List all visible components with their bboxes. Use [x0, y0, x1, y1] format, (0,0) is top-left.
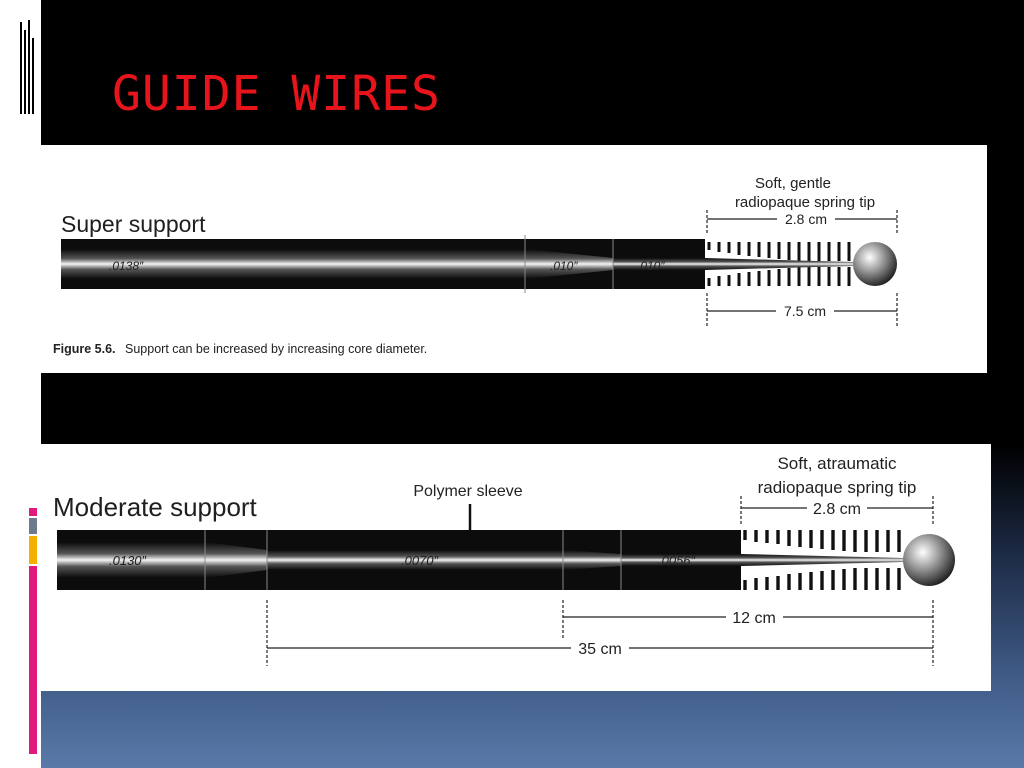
wire-core-thin [613, 258, 705, 270]
tip-length-label: 2.8 cm [813, 501, 861, 518]
spring-coil [743, 530, 901, 590]
tip-length-label: 2.8 cm [785, 211, 827, 227]
measurement-7-5-cm [706, 293, 898, 327]
tip-ball [903, 534, 955, 586]
dim-label-core: .0138″ [109, 259, 144, 273]
figure-moderate-support: Moderate support Polymer sleeve .0130″ .… [41, 444, 991, 691]
tip-label-line2: radiopaque spring tip [758, 478, 917, 497]
accent-stripe-pink-long [29, 566, 37, 754]
wire-core-distal [621, 554, 741, 566]
decorative-lines [20, 20, 34, 114]
wire-core-thick [57, 542, 205, 578]
tip-label-line1: Soft, atraumatic [777, 454, 897, 473]
accent-stripes [29, 0, 37, 768]
dim-label-distal: .0056″ [658, 553, 696, 568]
measurement-label-35: 35 cm [578, 641, 622, 658]
caption-label: Figure 5.6. [53, 342, 116, 356]
wire-core-mid [267, 550, 563, 570]
measurement-label-12: 12 cm [732, 610, 776, 627]
measurement-12-cm [562, 600, 934, 666]
figure-heading: Moderate support [53, 492, 258, 522]
dim-label-mid: .0070″ [401, 553, 439, 568]
accent-stripe-gray [29, 518, 37, 534]
slide-title: GUIDE WIRES [112, 66, 441, 122]
core-wire-tip [705, 258, 853, 270]
spring-coil [707, 242, 851, 286]
dim-label-core: .0130″ [109, 553, 147, 568]
tip-label-line2: radiopaque spring tip [735, 194, 875, 211]
wire-taper-2 [563, 550, 621, 570]
wire-core-thick [61, 249, 525, 279]
measurement-35-cm [266, 600, 933, 666]
measurement-label: 7.5 cm [784, 303, 826, 319]
figure-caption: Figure 5.6. Support can be increased by … [53, 342, 427, 356]
accent-stripe-yellow [29, 536, 37, 564]
caption-text: Support can be increased by increasing c… [125, 342, 427, 356]
tip-label-line1: Soft, gentle [755, 175, 831, 192]
sleeve-label: Polymer sleeve [413, 483, 522, 500]
accent-stripe-pink [29, 508, 37, 516]
figure-heading: Super support [61, 211, 206, 237]
wire-taper [525, 249, 613, 279]
tip-ball [853, 242, 897, 286]
wire-taper-1 [205, 542, 267, 578]
dim-label-distal: .010″ [637, 259, 665, 273]
core-wire-tip [741, 554, 903, 566]
dim-label-taper: .010″ [550, 259, 578, 273]
tip-length-dimension [706, 210, 898, 235]
figure-super-support: Super support .0138″ .010″ .010″ Soft, g… [41, 145, 987, 373]
tip-length-dimension [740, 496, 934, 526]
